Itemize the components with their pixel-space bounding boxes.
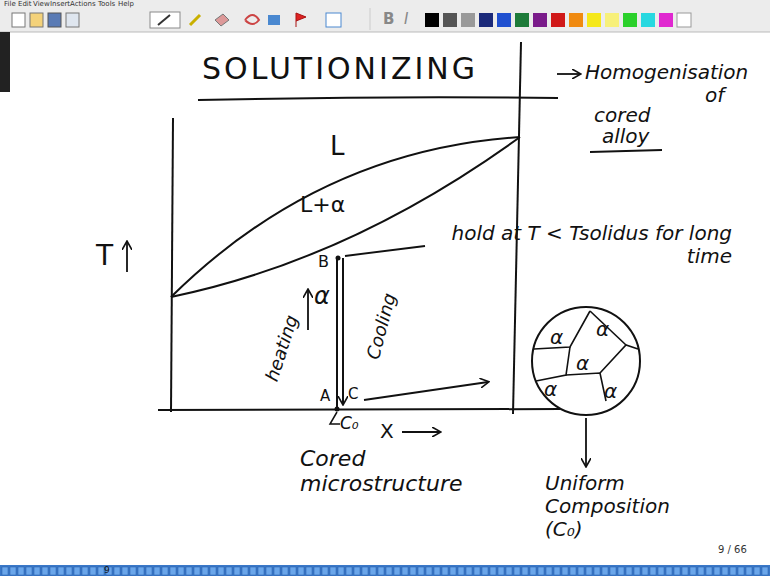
note-text: cored	[594, 104, 650, 127]
phase-label: α	[550, 325, 563, 349]
window-edge	[0, 32, 10, 92]
page-bar	[0, 565, 770, 576]
heating-line	[336, 258, 338, 408]
color-palette	[425, 13, 691, 27]
menu-item: Insert	[50, 0, 70, 8]
leader-line	[345, 246, 425, 256]
point-label: A	[320, 388, 330, 405]
menu-item: File	[4, 0, 16, 8]
axis-label: X	[380, 420, 394, 443]
page-number: 9 / 66	[718, 544, 747, 556]
menu-item: Edit	[18, 0, 32, 8]
heating-arrow	[307, 290, 309, 330]
region-label: L	[330, 132, 345, 162]
point-b	[336, 256, 341, 261]
c0-hook	[330, 412, 340, 424]
menu-item: Tools	[98, 0, 115, 8]
phase-label: α	[314, 283, 330, 311]
note-text: Homogenisation	[585, 61, 748, 84]
note-text: of	[705, 84, 724, 107]
toolbar-border	[0, 32, 770, 33]
phase-label: α	[576, 351, 589, 375]
x-arrow	[402, 431, 440, 433]
microstructure-circle: ααααα	[530, 305, 642, 417]
menu-item: Help	[118, 0, 134, 8]
cooling-line	[342, 258, 344, 404]
title-underline	[198, 97, 558, 100]
page-number: 9	[104, 565, 110, 575]
region-label: L+α	[300, 192, 345, 217]
liquidus-curve	[171, 137, 520, 297]
phase-label: α	[544, 377, 557, 401]
page-segments	[2, 567, 768, 575]
axis-label: T	[96, 240, 113, 272]
toolbar	[0, 0, 770, 32]
toolbar-icons	[12, 8, 370, 30]
point-label: B	[318, 253, 329, 271]
note-text: Uniform Composition (C₀)	[545, 472, 685, 541]
menu-item: Actions	[70, 0, 96, 8]
pointer-arrow	[364, 382, 488, 400]
toolbar-button: B	[383, 11, 394, 28]
process-label: heating	[262, 313, 303, 384]
phase-label: α	[604, 379, 617, 403]
axis-left	[171, 118, 173, 412]
point-label: C	[348, 386, 358, 403]
point-a	[335, 407, 340, 412]
pointer-arrow	[585, 418, 587, 466]
arrow	[557, 73, 580, 75]
phase-label: α	[596, 317, 609, 341]
caption-text: Cored microstructure	[300, 446, 495, 497]
axis-bottom	[158, 409, 560, 410]
note-text: hold at T < Tsolidus for long time	[432, 222, 732, 268]
note-text: alloy	[602, 125, 649, 148]
title-text: SOLUTIONIZING	[202, 52, 478, 87]
composition-label: C₀	[340, 414, 359, 434]
t-arrow	[126, 242, 128, 272]
underline	[590, 150, 662, 152]
toolbar-button: I	[404, 11, 408, 28]
process-label: Cooling	[363, 291, 400, 361]
menu-item: View	[33, 0, 50, 8]
solidus-curve	[171, 137, 520, 297]
